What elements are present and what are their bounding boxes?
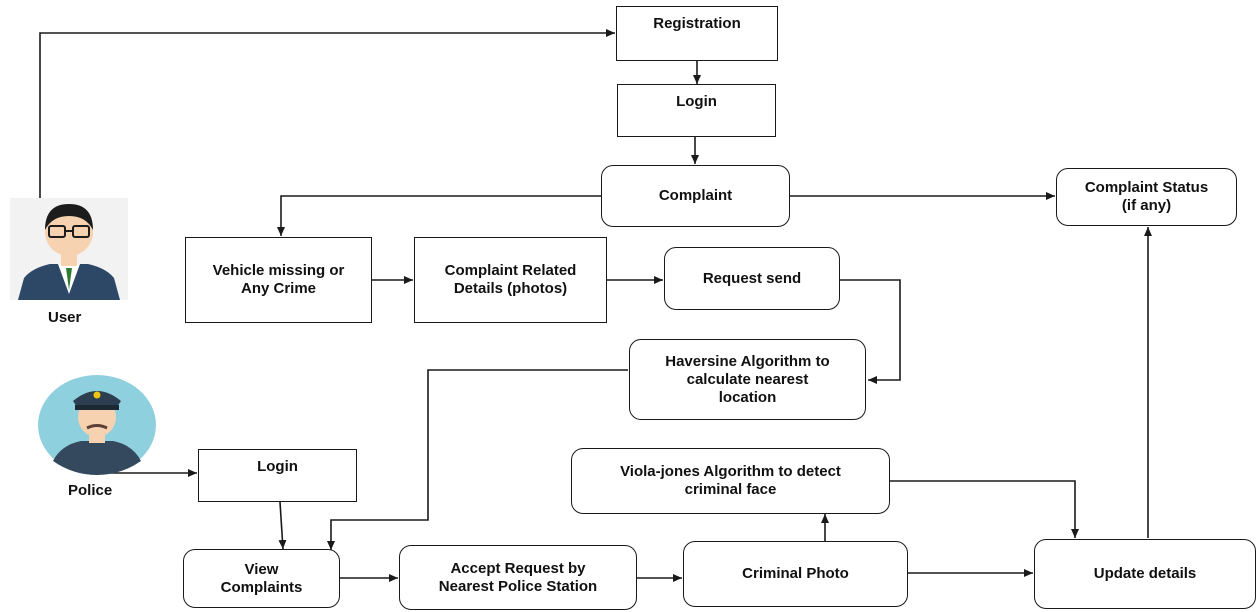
complaint-details-box: Complaint Related Details (photos) [414, 237, 607, 323]
vehicle-missing-box: Vehicle missing or Any Crime [185, 237, 372, 323]
arrow-user-to-registration [39, 29, 615, 198]
arrow-login-to-view [278, 501, 287, 550]
complaint-status-box: Complaint Status (if any) [1056, 168, 1237, 226]
criminal-photo-box: Criminal Photo [683, 541, 908, 607]
user-avatar-icon [10, 198, 128, 300]
police-label: Police [68, 482, 113, 499]
view-complaints-box: View Complaints [183, 549, 340, 608]
request-send-box: Request send [664, 247, 840, 310]
arrow-request-to-haversine [840, 279, 901, 384]
police-officer-icon [38, 375, 156, 475]
arrow-haversine-to-view [327, 369, 628, 550]
registration-box: Registration [616, 6, 778, 61]
police-login-box: Login [198, 449, 357, 502]
accept-request-box: Accept Request by Nearest Police Station [399, 545, 637, 610]
haversine-box: Haversine Algorithm to calculate nearest… [629, 339, 866, 420]
viola-jones-box: Viola-jones Algorithm to detect criminal… [571, 448, 890, 514]
arrow-viola-to-update [890, 480, 1079, 538]
user-login-box: Login [617, 84, 776, 137]
update-details-box: Update details [1034, 539, 1256, 609]
user-avatar [10, 198, 128, 300]
arrow-complaint-to-vehicle [277, 195, 601, 236]
complaint-box: Complaint [601, 165, 790, 227]
user-label: User [48, 309, 82, 326]
police-avatar [37, 375, 157, 475]
